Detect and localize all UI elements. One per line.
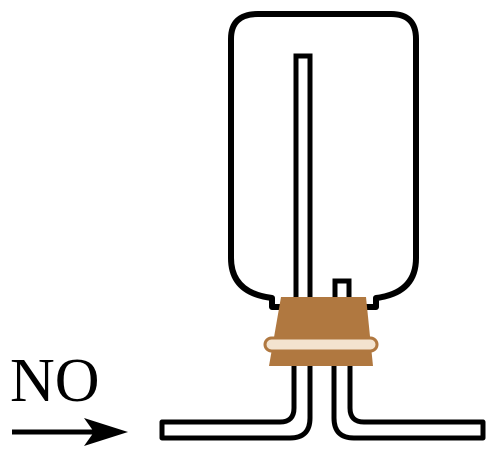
short-inner-tube	[332, 278, 352, 302]
long-inner-tube	[293, 53, 313, 302]
stopper-band	[263, 336, 379, 353]
arrow-right-icon	[12, 418, 128, 446]
inlet-tube	[159, 366, 313, 441]
gas-label: NO	[10, 347, 100, 415]
cork-stopper	[269, 297, 373, 366]
bottle-body	[228, 11, 419, 310]
outlet-tube	[331, 366, 486, 441]
